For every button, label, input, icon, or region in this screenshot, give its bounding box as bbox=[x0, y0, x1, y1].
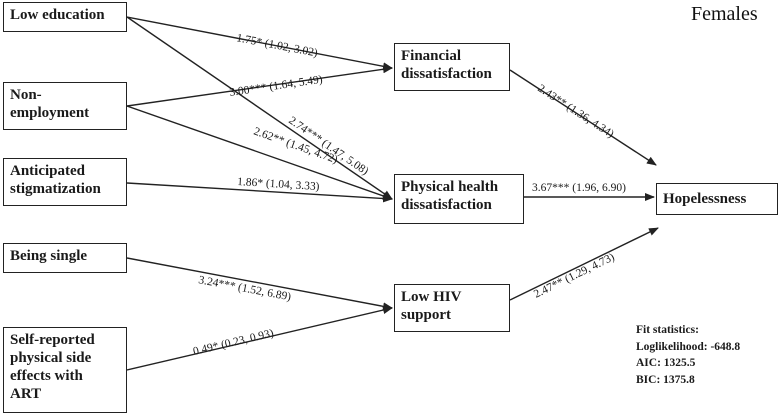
node-label-line: Non- bbox=[10, 87, 42, 103]
edge-non-employment-to-physical-health bbox=[126, 105, 393, 200]
node-label-line: Financial bbox=[401, 48, 462, 64]
node-label-line: employment bbox=[10, 105, 90, 121]
node-self-reported-side-effects: Self-reported physical side effects with… bbox=[3, 327, 127, 413]
node-label-line: effects with bbox=[10, 368, 83, 384]
node-label-line: Low education bbox=[10, 7, 105, 23]
fit-loglikelihood: Loglikelihood: -648.8 bbox=[636, 340, 741, 353]
edge-label-side-supp: 0.49* (0.23, 0.93) bbox=[192, 327, 275, 358]
fit-bic: BIC: 1375.8 bbox=[636, 373, 695, 386]
edge-side-effects-to-hiv-support bbox=[126, 306, 393, 371]
edge-non-employment-to-financial bbox=[126, 65, 393, 107]
node-label-line: physical side bbox=[10, 350, 92, 366]
edge-stigmatization-to-physical-health bbox=[126, 182, 393, 203]
node-label-line: Physical health bbox=[401, 179, 499, 195]
node-label-line: Being single bbox=[10, 248, 88, 264]
edge-label-phys-hope: 3.67*** (1.96, 6.90) bbox=[532, 182, 626, 194]
edge-label-fin-hope: 2.43** (1.36, 4.34) bbox=[535, 82, 616, 140]
edge-financial-to-hopelessness bbox=[509, 69, 657, 166]
node-label-line: support bbox=[401, 307, 452, 323]
edge-low-education-to-physical-health bbox=[126, 16, 393, 200]
fit-aic: AIC: 1325.5 bbox=[636, 357, 696, 369]
node-label-line: ART bbox=[10, 386, 42, 402]
node-being-single: Being single bbox=[3, 243, 127, 273]
node-label-line: dissatisfaction bbox=[401, 66, 492, 82]
panel-title: Females bbox=[691, 3, 758, 25]
node-physical-health-dissatisfaction: Physical health dissatisfaction bbox=[394, 174, 524, 224]
node-financial-dissatisfaction: Financial dissatisfaction bbox=[394, 43, 510, 91]
node-label-line: Hopelessness bbox=[663, 191, 747, 207]
edge-being-single-to-hiv-support bbox=[126, 257, 393, 311]
node-label-line: Anticipated bbox=[10, 163, 85, 179]
edge-label-emp-fin: 3.00*** (1.64, 5.49) bbox=[229, 74, 324, 99]
node-label-line: Self-reported bbox=[10, 332, 95, 348]
edge-label-supp-hope: 2.47** (1.29, 4.73) bbox=[532, 251, 617, 301]
node-low-education: Low education bbox=[3, 2, 127, 32]
edge-label-single-supp: 3.24*** (1.52, 6.89) bbox=[197, 274, 292, 303]
node-label-line: Low HIV bbox=[401, 289, 462, 305]
node-hopelessness: Hopelessness bbox=[656, 183, 778, 215]
node-label-line: dissatisfaction bbox=[401, 197, 492, 213]
edge-hiv-support-to-hopelessness bbox=[509, 227, 659, 301]
node-anticipated-stigmatization: Anticipated stigmatization bbox=[3, 158, 127, 206]
node-non-employment: Non- employment bbox=[3, 82, 127, 130]
fit-statistics: Fit statistics: Loglikelihood: -648.8 AI… bbox=[636, 322, 740, 388]
node-low-hiv-support: Low HIV support bbox=[394, 284, 510, 332]
edge-label-edu-fin: 1.75* (1.02, 3.02) bbox=[235, 32, 318, 59]
edge-low-education-to-financial bbox=[126, 16, 393, 71]
node-label-line: stigmatization bbox=[10, 181, 101, 197]
edge-label-stig-phys: 1.86* (1.04, 3.33) bbox=[237, 176, 320, 193]
fit-heading: Fit statistics: bbox=[636, 324, 699, 336]
